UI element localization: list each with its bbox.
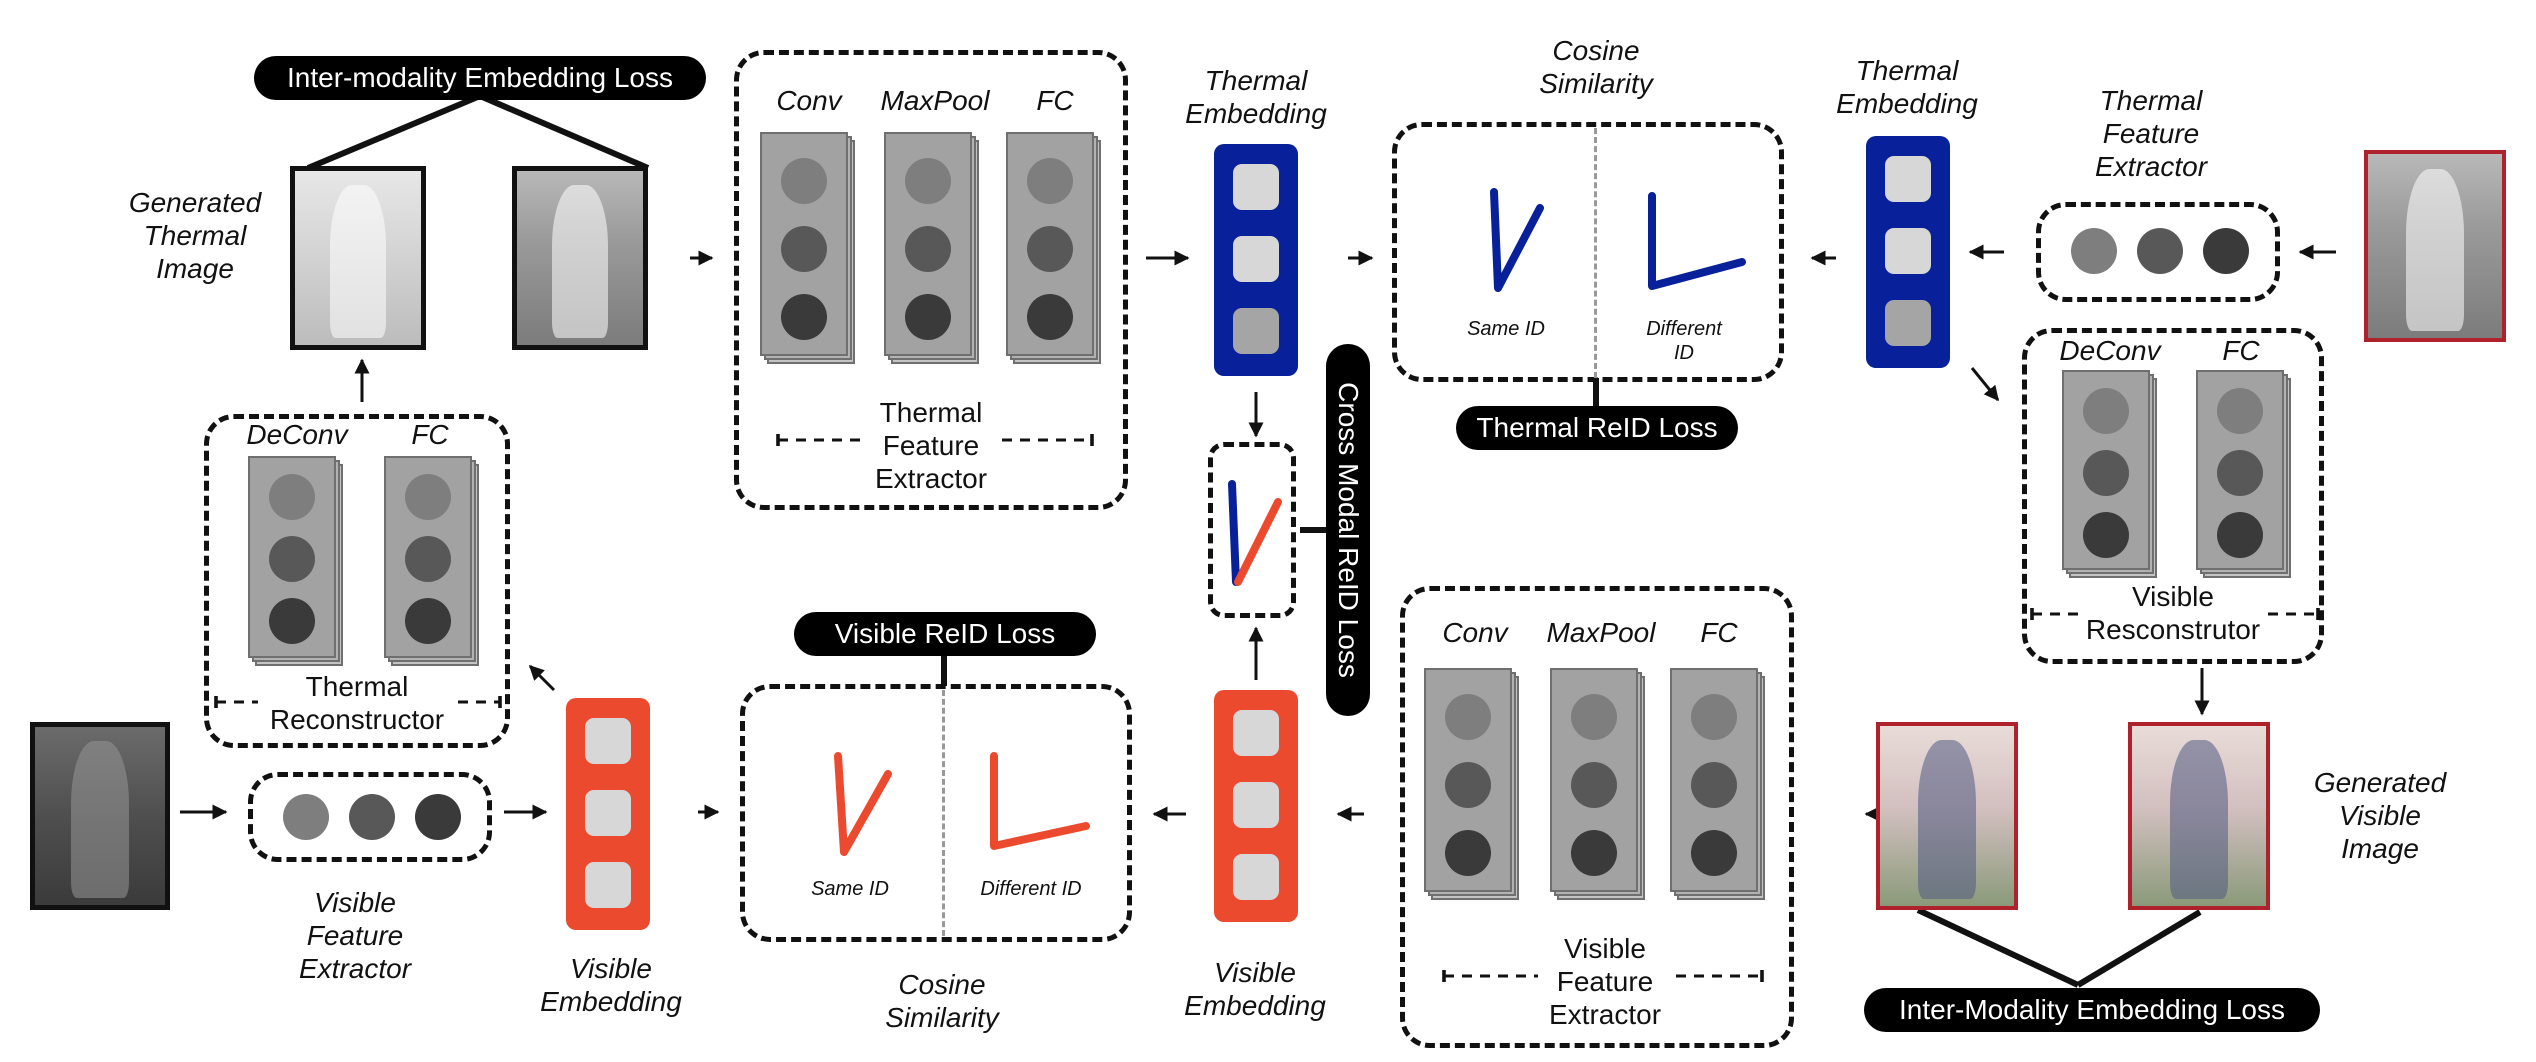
visible-cosine-similarity-label: Cosine Similarity	[885, 969, 999, 1034]
inter-modality-top-link-right	[478, 93, 650, 171]
visible-recon-fc-label: FC	[2222, 335, 2260, 366]
inter-modality-bottom-label: Inter-Modality Embedding Loss	[1899, 994, 2285, 1025]
arrow-thermal-emb-to-visible-recon	[1970, 367, 2000, 402]
thermal-embedding-label-right: Thermal Embedding	[1836, 55, 1978, 120]
cross-modal-thermal-vector	[1228, 480, 1240, 586]
visible-reconstructor-box	[2022, 328, 2324, 664]
thermal-fc-label: FC	[1036, 85, 1074, 116]
thermal-feature-extractor-box	[734, 50, 1128, 510]
thermal-deconv-layer	[248, 456, 343, 666]
visible-feature-extractor-label-right: Visible Feature Extractor	[1548, 933, 1662, 1031]
visible-reference-image	[1876, 722, 2018, 910]
visible-cosine-similarity-box	[740, 684, 1132, 942]
visible-conv-layer	[1424, 668, 1519, 900]
thermal-reid-loss: Thermal ReID Loss	[1456, 406, 1738, 450]
thermal-cosine-similarity-label: Cosine Similarity	[1539, 35, 1653, 100]
thermal-recon-fc-label: FC	[411, 419, 449, 450]
thermal-different-id-angle	[1648, 192, 1746, 290]
thermal-maxpool-layer	[884, 132, 979, 364]
inter-modality-top-link-left	[306, 93, 482, 171]
thermal-same-id-label: Same ID	[1467, 318, 1545, 340]
visible-different-id-angle	[990, 752, 1090, 850]
visible-maxpool-label: MaxPool	[1546, 617, 1656, 648]
visible-same-id-label: Same ID	[811, 878, 889, 900]
arrow-visible-emb-to-thermal-recon	[528, 664, 556, 692]
visible-input-image	[30, 722, 170, 910]
thermal-feature-extractor-compact	[2036, 202, 2280, 302]
visible-deconv-label: DeConv	[2059, 335, 2161, 366]
visible-embedding-left	[566, 698, 650, 930]
thermal-feature-extractor-label-right: Thermal Feature Extractor	[2094, 85, 2208, 183]
visible-recon-fc-layer	[2196, 370, 2291, 578]
thermal-different-id-label: Different ID	[1646, 318, 1722, 364]
generated-visible-image-label: Generated Visible Image	[2313, 767, 2447, 865]
thermal-input-image	[2364, 150, 2506, 342]
thermal-feature-extractor-label: Thermal Feature Extractor	[874, 397, 988, 495]
thermal-same-id-angle	[1490, 188, 1544, 292]
visible-feature-extractor-box	[1400, 586, 1794, 1048]
visible-cosine-separator	[942, 690, 945, 936]
visible-conv-label: Conv	[1442, 617, 1508, 648]
inter-modality-embedding-loss-top: Inter-modality Embedding Loss	[254, 56, 706, 100]
thermal-reference-image	[512, 166, 648, 350]
thermal-conv-layer	[760, 132, 855, 364]
cross-modal-reid-loss: Cross Modal ReID Loss	[1326, 344, 1370, 716]
visible-reid-loss: Visible ReID Loss	[794, 612, 1096, 656]
thermal-embedding-center	[1214, 144, 1298, 376]
thermal-embedding-right	[1866, 136, 1950, 368]
thermal-cosine-separator	[1594, 128, 1597, 378]
thermal-recon-fc-layer	[384, 456, 479, 666]
thermal-reid-label: Thermal ReID Loss	[1476, 412, 1718, 443]
visible-deconv-layer	[2062, 370, 2157, 578]
inter-modality-top-label: Inter-modality Embedding Loss	[287, 62, 673, 93]
inter-modality-bottom-link-right	[2076, 909, 2202, 988]
visible-feature-extractor-label-left: Visible Feature Extractor	[298, 887, 412, 985]
visible-same-id-angle	[834, 752, 892, 856]
thermal-reconstructor-label: Thermal Reconstructor	[269, 671, 445, 736]
visible-fc-label: FC	[1700, 617, 1738, 648]
inter-modality-embedding-loss-bottom: Inter-Modality Embedding Loss	[1864, 988, 2320, 1032]
visible-feature-extractor-compact	[248, 772, 492, 862]
visible-embedding-label-left: Visible Embedding	[540, 953, 682, 1018]
visible-embedding-center	[1214, 690, 1298, 922]
visible-different-id-label: Different ID	[980, 878, 1082, 900]
cross-modal-reid-label: Cross Modal ReID Loss	[1333, 382, 1364, 678]
visible-fc-layer	[1670, 668, 1765, 900]
thermal-maxpool-label: MaxPool	[880, 85, 990, 116]
cross-modal-visible-vector	[1234, 498, 1282, 586]
thermal-conv-label: Conv	[776, 85, 842, 116]
thermal-embedding-label-center: Thermal Embedding	[1185, 65, 1327, 130]
inter-modality-bottom-link-left	[1916, 907, 2080, 988]
visible-maxpool-layer	[1550, 668, 1645, 900]
visible-reconstructor-label: Visible Resconstrutor	[2085, 581, 2261, 646]
generated-thermal-image-label: Generated Thermal Image	[128, 187, 262, 285]
cross-modal-similarity-box	[1208, 442, 1296, 618]
visible-reid-label: Visible ReID Loss	[834, 618, 1056, 649]
generated-visible-image	[2128, 722, 2270, 910]
generated-thermal-image	[290, 166, 426, 350]
thermal-reconstructor-box	[204, 414, 510, 748]
visible-embedding-label-center: Visible Embedding	[1184, 957, 1326, 1022]
thermal-cosine-similarity-box	[1392, 122, 1784, 382]
thermal-fc-layer	[1006, 132, 1101, 364]
thermal-deconv-label: DeConv	[246, 419, 348, 450]
